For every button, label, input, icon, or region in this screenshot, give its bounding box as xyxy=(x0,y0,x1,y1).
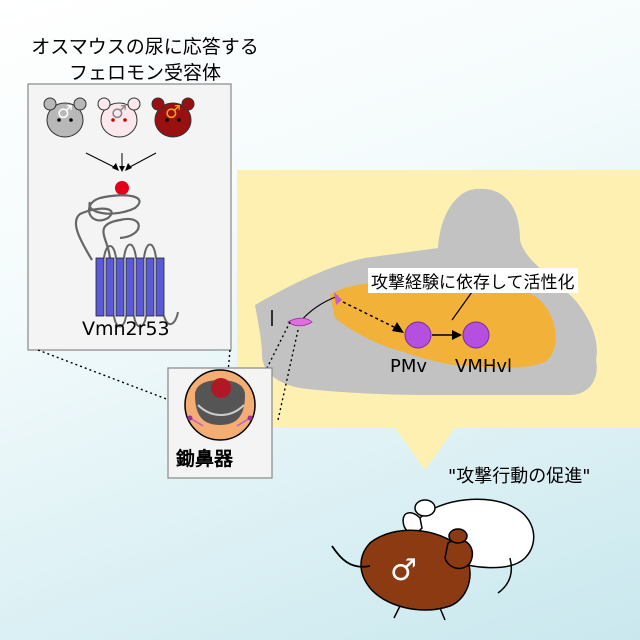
title-line-1: オスマウスの尿に応答する xyxy=(31,36,259,58)
arrowhead-1 xyxy=(392,322,404,333)
vno-cross-section xyxy=(184,369,256,441)
annotation-pointer xyxy=(451,291,473,321)
connector-left xyxy=(37,349,191,409)
title-line-2: フェロモン受容体 xyxy=(68,62,221,84)
connector-nose-2 xyxy=(277,329,299,421)
receptor-extracellular-domain xyxy=(74,194,141,261)
mouse-red-icon: ♂ xyxy=(151,97,195,138)
pmv-label: PMv xyxy=(390,356,428,377)
svg-text:♂: ♂ xyxy=(165,102,181,123)
vmhvl-label: VMHvl xyxy=(455,356,513,377)
vno-in-nose xyxy=(287,317,313,327)
ligand-dot xyxy=(115,181,129,195)
organ-label: 鋤鼻器 xyxy=(176,448,234,470)
arrowhead-2 xyxy=(452,330,462,340)
brown-mouse-body xyxy=(360,529,471,611)
brain-annotation: 攻撃経験に依存して活性化 xyxy=(368,268,578,293)
speech-bubble-tail xyxy=(395,428,455,470)
arrow-from-grey xyxy=(85,152,117,169)
nucleus-pmv xyxy=(404,321,432,349)
receptor-loops xyxy=(103,243,179,328)
behavior-caption: "攻撃行動の促進" xyxy=(448,466,591,487)
svg-text:♂: ♂ xyxy=(57,102,73,123)
mouse-white-icon: ♂ xyxy=(97,97,141,138)
receptor-label: Vmn2r53 xyxy=(82,318,170,340)
male-symbol-mouse-brown: ♂ xyxy=(390,553,417,588)
svg-text:♂: ♂ xyxy=(111,102,127,123)
arrow-from-red xyxy=(127,152,157,169)
receptor-transmembrane xyxy=(95,257,165,317)
brown-mouse-head xyxy=(444,539,474,570)
brain-region xyxy=(330,281,556,368)
accessory-bulb xyxy=(334,292,342,305)
pathway-arrow-1 xyxy=(342,301,397,329)
fighting-mice: ♂ xyxy=(331,498,535,621)
mouse-grey-icon: ♂ xyxy=(43,97,87,138)
nucleus-vmhvl xyxy=(462,321,490,349)
brown-mouse-tail xyxy=(331,545,371,568)
